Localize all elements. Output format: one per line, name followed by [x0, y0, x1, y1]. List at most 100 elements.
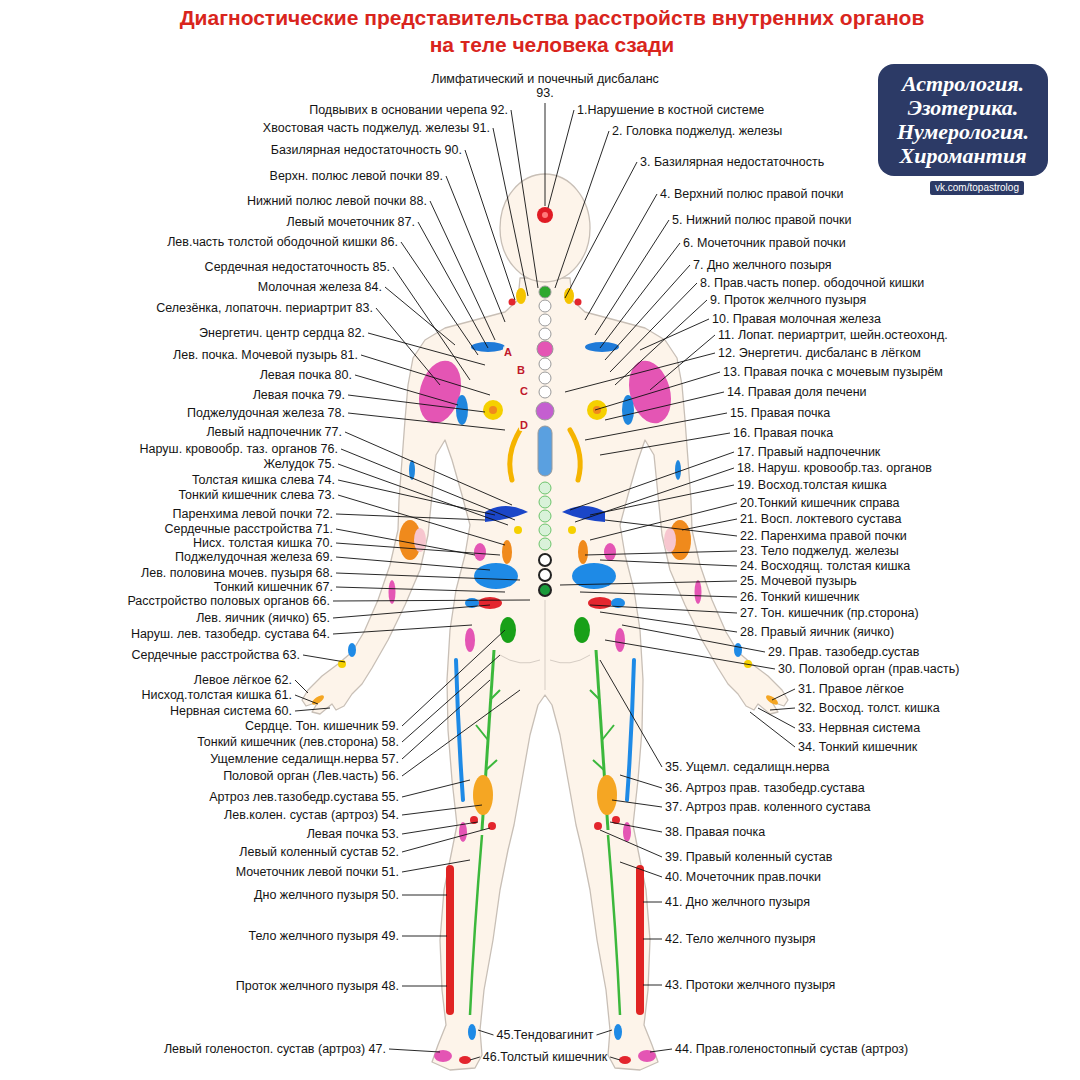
zone-marks — [311, 288, 528, 1064]
leader-line — [402, 895, 447, 896]
callout-label: Дно желчного пузыря 50. — [254, 888, 399, 902]
leader-line — [336, 529, 475, 555]
callout-label: Лев. яичник (яичко) 65. — [196, 611, 330, 625]
leader-line — [605, 640, 775, 669]
leader-line — [511, 110, 538, 288]
callout-label: 37. Артроз прав. коленного сустава — [665, 800, 870, 814]
leader-line — [376, 308, 440, 385]
leader-line — [355, 375, 458, 405]
callout-label: Тело желчного пузыря 49. — [249, 929, 400, 943]
leader-line — [402, 655, 500, 742]
callout-label: Левая почка 80. — [260, 368, 352, 382]
leader-line — [772, 689, 795, 700]
callout-label: Поджелудочная железа 78. — [187, 406, 345, 420]
leader-line — [333, 625, 472, 634]
callout-label: 40. Мочеточник прав.почки — [665, 870, 821, 884]
callout-label: 33. Нервная система — [798, 721, 920, 735]
callout-label: 20.Тонкий кишечник справа — [740, 496, 900, 510]
callout-label: Энергетич. центр сердца 82. — [199, 326, 365, 340]
callout-label: 14. Правая доля печени — [727, 385, 867, 399]
callout-label: 27. Тон. кишечник (пр.сторона) — [740, 606, 919, 620]
leader-line — [336, 587, 505, 592]
callout-label: Расстройство половых органов 66. — [127, 594, 330, 608]
callout-label: Базилярная недостаточность 90. — [271, 143, 462, 157]
callout-label: Нисход.толстая кишка 61. — [142, 688, 292, 702]
leader-line — [478, 1030, 493, 1035]
leader-line — [402, 822, 478, 834]
leader-line — [338, 464, 508, 525]
leader-line — [402, 630, 505, 726]
callout-label: 30. Половой орган (прав.часть) — [778, 662, 959, 676]
leader-line — [590, 605, 737, 613]
leader-line — [610, 283, 697, 372]
callout-label: 12. Энергетич. дисбаланс в лёгком — [718, 346, 921, 360]
callout-label: Лев. почка. Мочевой пузырь 81. — [173, 348, 358, 362]
leader-line — [682, 519, 737, 530]
callout-label: 43. Протоки желчного пузыря — [665, 978, 835, 992]
leader-line — [620, 775, 662, 788]
leader-line — [401, 242, 478, 355]
callout-label: 39. Правый коленный сустав — [665, 850, 832, 864]
watermark-box: Астрология. Эзотерика. Нумерология. Хиро… — [878, 64, 1048, 176]
leader-line — [348, 413, 505, 430]
leader-line — [565, 162, 637, 298]
leader-line — [600, 433, 730, 455]
leader-line — [758, 708, 795, 728]
leader-line — [600, 243, 680, 348]
callout-label: 4. Верхний полюс правой почки — [660, 187, 843, 201]
leader-line — [600, 560, 737, 566]
callout-label: 10. Правая молочная железа — [712, 312, 881, 326]
callout-label: Сердечные расстройства 63. — [131, 648, 300, 662]
callout-label: 44. Прав.голеностопный сустав (артроз) — [675, 1042, 908, 1056]
leader-line — [610, 1057, 620, 1060]
callout-label: Поджелудочная железа 69. — [175, 550, 333, 564]
leader-line — [295, 708, 330, 711]
leader-line — [600, 830, 662, 857]
leader-line — [585, 413, 727, 440]
callout-label: Сердечная недостаточность 85. — [205, 260, 390, 274]
leader-line — [402, 680, 490, 759]
callout-label: Селезёнка, лопаточн. периартрит 83. — [156, 301, 373, 315]
leader-line — [643, 985, 662, 986]
callout-label: Молочная железа 84. — [258, 280, 382, 294]
callout-label: Левая почка 79. — [253, 388, 345, 402]
leader-line — [336, 573, 520, 580]
leader-line — [303, 655, 345, 662]
callout-label: 21. Восп. локтевого сустава — [740, 512, 901, 526]
leader-line — [402, 828, 490, 852]
callout-label: 7. Дно желчного позыря — [693, 258, 832, 272]
callout-label: 45.Тендовагинит — [496, 1028, 593, 1042]
wm-text: Астрология. Эзотерика. Нумерология. Хиро… — [884, 72, 1042, 168]
leader-line — [393, 267, 470, 380]
crown-mark-inner — [542, 212, 548, 218]
leader-line — [333, 600, 530, 601]
leader-line — [548, 110, 574, 208]
callout-label: 8. Прав.часть попер. ободочной кишки — [700, 276, 924, 290]
callout-label: Артроз лев.тазобедр.сустава 55. — [209, 790, 399, 804]
leader-line — [361, 355, 490, 395]
leader-line — [402, 860, 470, 872]
callout-label: Левый надпочечник 77. — [206, 425, 342, 439]
callout-label: 1.Нарушение в костной системе — [577, 103, 764, 117]
callout-label: 11. Лопат. периартрит, шейн.остеохонд. — [718, 328, 948, 342]
callout-label: Лимфатический и почечный дисбаланс 93. — [425, 72, 665, 100]
callout-label: Сердечные расстройства 71. — [164, 522, 333, 536]
leader-line — [600, 660, 662, 767]
callout-label: Нервная система 60. — [170, 704, 292, 718]
callout-label: 31. Правое лёгкое — [798, 682, 904, 696]
leader-line — [595, 372, 720, 410]
leader-line — [348, 395, 485, 412]
callout-label: 13. Правая почка с мочевым пузырём — [723, 365, 943, 379]
callout-label: Тонкий кишечник слева 73. — [178, 488, 335, 502]
leader-line — [650, 1049, 672, 1052]
leader-line — [597, 1030, 612, 1035]
callout-label: Левое лёгкое 62. — [194, 673, 292, 687]
leader-line — [570, 452, 734, 510]
leader-line — [643, 902, 662, 903]
callout-label: 35. Ущемл. седалищн.нерва — [665, 760, 830, 774]
leader-line — [470, 1057, 480, 1060]
callout-label: Наруш. лев. тазобедр. сустава 64. — [131, 627, 330, 641]
leader-line — [295, 680, 308, 693]
watermark-link-box: vk.com/topastrolog — [930, 181, 1024, 195]
callout-label: 24. Восходящ. толстая кишка — [740, 559, 910, 573]
